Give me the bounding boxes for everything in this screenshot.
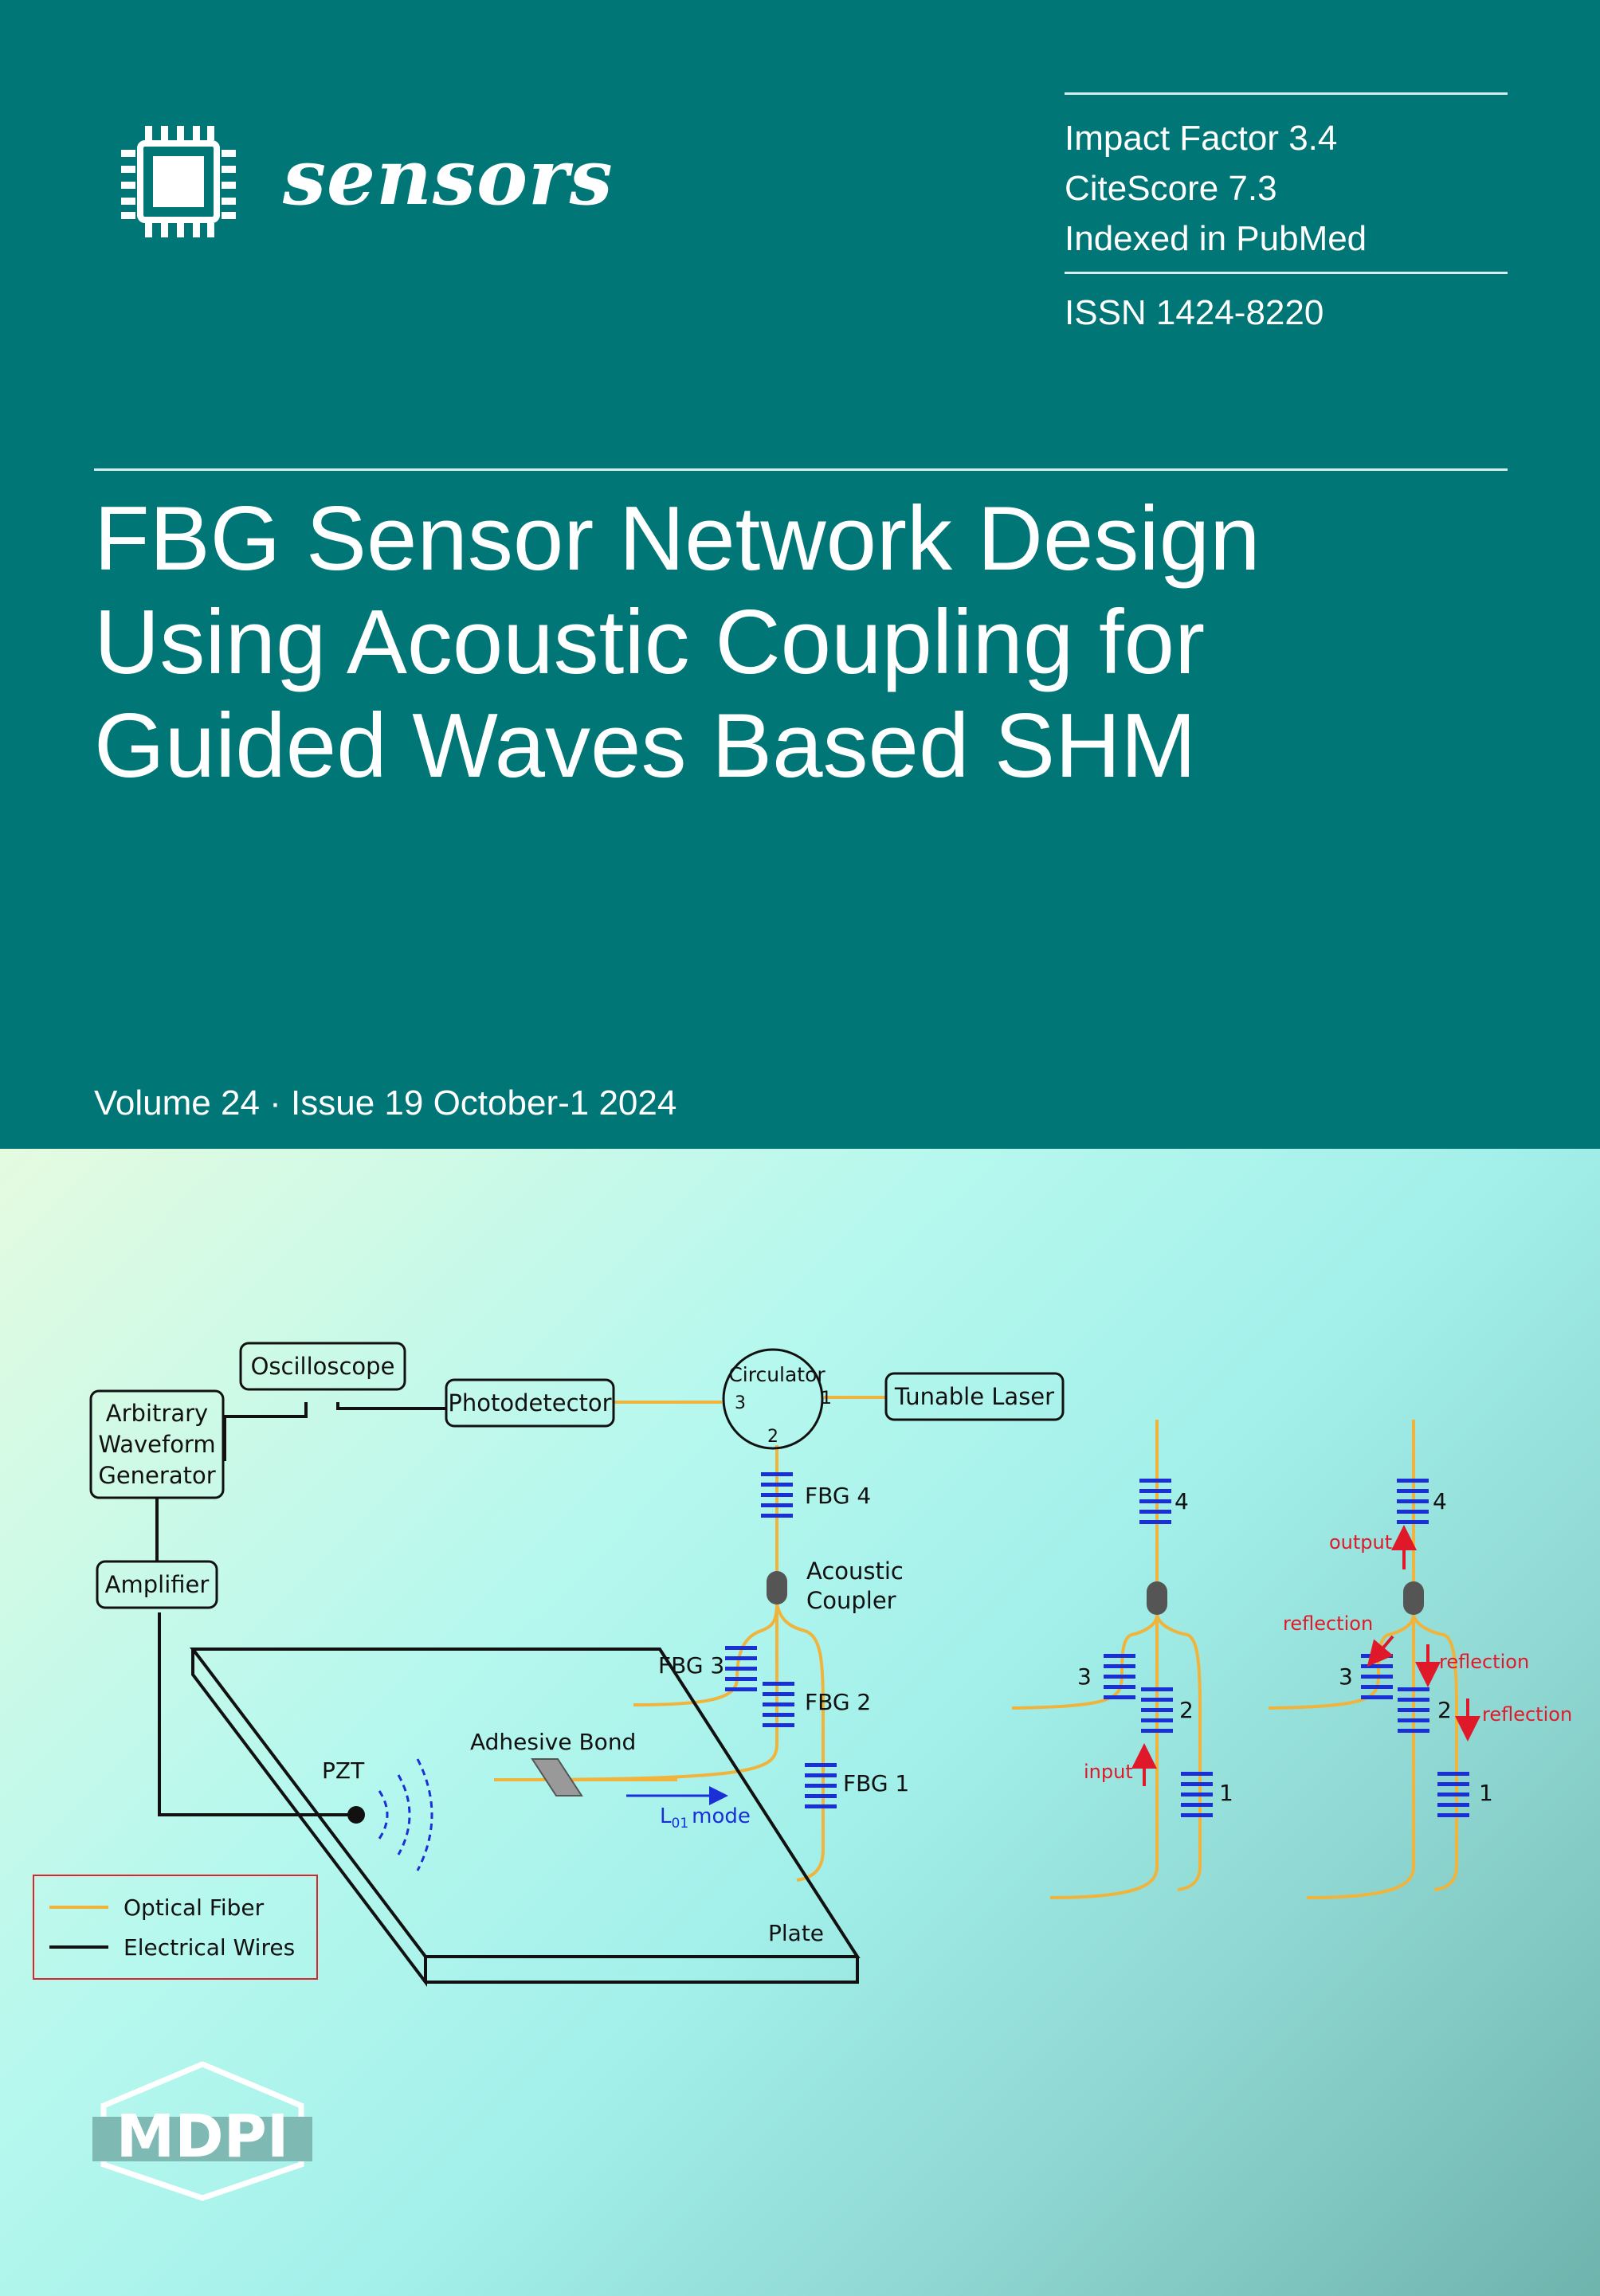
awg-label-3: Generator bbox=[98, 1462, 215, 1489]
mid-fbg3-label: 3 bbox=[1077, 1663, 1092, 1690]
issn: ISSN 1424-8220 bbox=[1065, 293, 1324, 332]
plate bbox=[189, 1648, 861, 1987]
journal-name: sensors bbox=[283, 132, 614, 222]
photodetector-label: Photodetector bbox=[448, 1389, 611, 1416]
right-fbg2-label: 2 bbox=[1437, 1697, 1452, 1723]
plate-label: Plate bbox=[768, 1920, 824, 1946]
article-title: FBG Sensor Network Design Using Acoustic… bbox=[94, 488, 1512, 798]
right-schematic: 4 3 2 1 output reflection reflection ref… bbox=[1268, 1420, 1572, 1899]
acoustic-coupler-label-1: Acoustic bbox=[806, 1557, 904, 1585]
optical-fibers bbox=[497, 1396, 886, 1882]
fbg-network-diagram: Circulator 3 1 2 Oscilloscope Photodetec… bbox=[33, 1342, 1572, 1987]
awg-label-1: Arbitrary bbox=[106, 1400, 208, 1427]
circulator-label: Circulator bbox=[728, 1363, 825, 1386]
acoustic-coupler bbox=[767, 1571, 787, 1604]
metrics-top-rule bbox=[1065, 92, 1508, 95]
tunable-laser-label: Tunable Laser bbox=[894, 1383, 1054, 1410]
chip-icon bbox=[121, 126, 236, 237]
pzt-label: PZT bbox=[322, 1757, 365, 1784]
title-rule bbox=[94, 468, 1508, 471]
pzt-actuator bbox=[347, 1806, 365, 1824]
oscilloscope-box bbox=[239, 1342, 406, 1391]
legend-optical-label: Optical Fiber bbox=[124, 1894, 265, 1921]
circulator-port-1: 1 bbox=[821, 1389, 832, 1409]
fbg3-label: FBG 3 bbox=[658, 1652, 724, 1679]
awg-label-2: Waveform bbox=[98, 1431, 215, 1458]
wavefronts bbox=[378, 1758, 433, 1871]
awg-box bbox=[89, 1389, 225, 1499]
right-reflection-label-1: reflection bbox=[1283, 1612, 1373, 1635]
cover-figure-background bbox=[0, 1149, 1600, 2296]
cover-header bbox=[0, 0, 1600, 1149]
amplifier-box bbox=[96, 1560, 218, 1609]
right-output-label: output bbox=[1329, 1531, 1392, 1554]
title-line-3: Guided Waves Based SHM bbox=[94, 695, 1197, 797]
journal-metrics: Impact Factor 3.4 CiteScore 7.3 Indexed … bbox=[1065, 113, 1367, 264]
mid-input-label: input bbox=[1084, 1761, 1133, 1783]
fbg4-label: FBG 4 bbox=[805, 1483, 871, 1509]
legend-box bbox=[33, 1875, 318, 1980]
circulator-port-2: 2 bbox=[767, 1427, 778, 1447]
circulator-port-3: 3 bbox=[735, 1393, 746, 1413]
amplifier-label: Amplifier bbox=[105, 1571, 210, 1598]
right-fbg4-label: 4 bbox=[1433, 1488, 1447, 1514]
photodetector-box bbox=[445, 1378, 615, 1428]
fbg1-grating bbox=[805, 1763, 837, 1808]
fbg1-label: FBG 1 bbox=[843, 1770, 909, 1796]
mdpi-logo: MDPI bbox=[92, 2061, 312, 2201]
circulator bbox=[722, 1348, 824, 1450]
mid-fbg4-label: 4 bbox=[1175, 1488, 1189, 1514]
legend-electrical-label: Electrical Wires bbox=[124, 1934, 295, 1961]
adhesive-bond bbox=[531, 1758, 583, 1796]
mid-fbg2-label: 2 bbox=[1179, 1697, 1194, 1723]
mid-fbg1-label: 1 bbox=[1219, 1780, 1233, 1806]
impact-factor: Impact Factor 3.4 bbox=[1065, 119, 1338, 158]
right-reflection-label-3: reflection bbox=[1482, 1703, 1572, 1726]
issue-info: Volume 24 · Issue 19 October-1 2024 bbox=[94, 1083, 677, 1123]
fbg2-label: FBG 2 bbox=[805, 1689, 871, 1715]
citescore: CiteScore 7.3 bbox=[1065, 169, 1277, 208]
adhesive-bond-label: Adhesive Bond bbox=[470, 1729, 636, 1755]
metrics-bottom-rule bbox=[1065, 272, 1508, 274]
electrical-wires bbox=[155, 1402, 446, 1816]
indexed-in: Indexed in PubMed bbox=[1065, 219, 1367, 258]
oscilloscope-label: Oscilloscope bbox=[251, 1353, 395, 1380]
right-fbg3-label: 3 bbox=[1339, 1663, 1353, 1690]
title-line-1: FBG Sensor Network Design bbox=[94, 488, 1261, 590]
right-fbg1-label: 1 bbox=[1479, 1780, 1493, 1806]
acoustic-coupler-label-2: Coupler bbox=[806, 1587, 896, 1614]
right-reflection-label-2: reflection bbox=[1439, 1651, 1529, 1673]
publisher-name: MDPI bbox=[116, 2102, 289, 2171]
tunable-laser-box bbox=[884, 1372, 1065, 1421]
title-line-2: Using Acoustic Coupling for bbox=[94, 592, 1206, 693]
middle-schematic: 4 3 2 1 input bbox=[1011, 1420, 1233, 1899]
